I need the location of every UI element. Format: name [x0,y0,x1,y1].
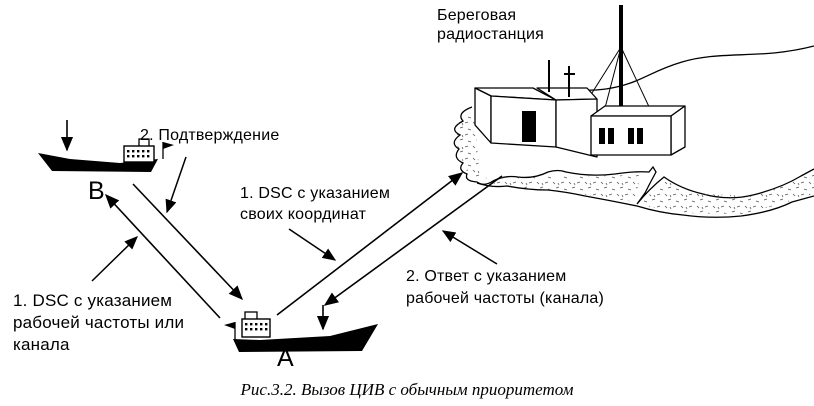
ship-a-flag [224,322,235,329]
arrow-dsc-a-to-station [276,172,464,316]
coast-station-icon [474,60,686,158]
station-label: Береговая радиостанция [437,7,545,43]
ship-b-portholes [127,150,150,158]
ship-a-portholes [245,323,268,331]
roof-antennas-icon [548,60,575,97]
arrow-answer-station-to-a [323,175,503,306]
message-dsc-frequency-label: 1. DSC с указанием рабочей частоты или к… [13,291,185,354]
ship-a-icon [224,311,378,352]
ship-b-superstructure [123,145,155,163]
message-answer-frequency-label: 2. Ответ с указанием рабочей частоты (ка… [406,268,605,307]
ship-b-hull [38,153,158,172]
pointer-msg-a-call [288,228,337,261]
shore-texture [455,112,814,214]
ship-a-letter: A [277,344,294,372]
pointer-msg-b-call [91,236,138,282]
arrow-ack-b-to-a [132,183,243,301]
ship-b-icon [38,138,174,172]
figure-caption: Рис.3.2. Вызов ЦИВ с обычным приоритетом [240,380,574,399]
pointer-msg-a-answer [441,230,498,265]
building-windows [599,128,643,144]
building-right-roof [590,105,686,117]
ship-a-hull [233,324,378,352]
arrow-dsc-a-to-b [105,193,221,319]
pointer-msg-b-ack [165,156,187,214]
ship-b-flag [163,142,174,149]
message-ack-label: 2. Подтверждение [140,127,280,144]
building-left-side [474,87,492,144]
ship-b-letter: B [88,177,105,205]
building-mid-front [555,98,598,158]
building-door [522,111,536,142]
message-dsc-coords-label: 1. DSC с указанием своих координат [240,185,391,223]
